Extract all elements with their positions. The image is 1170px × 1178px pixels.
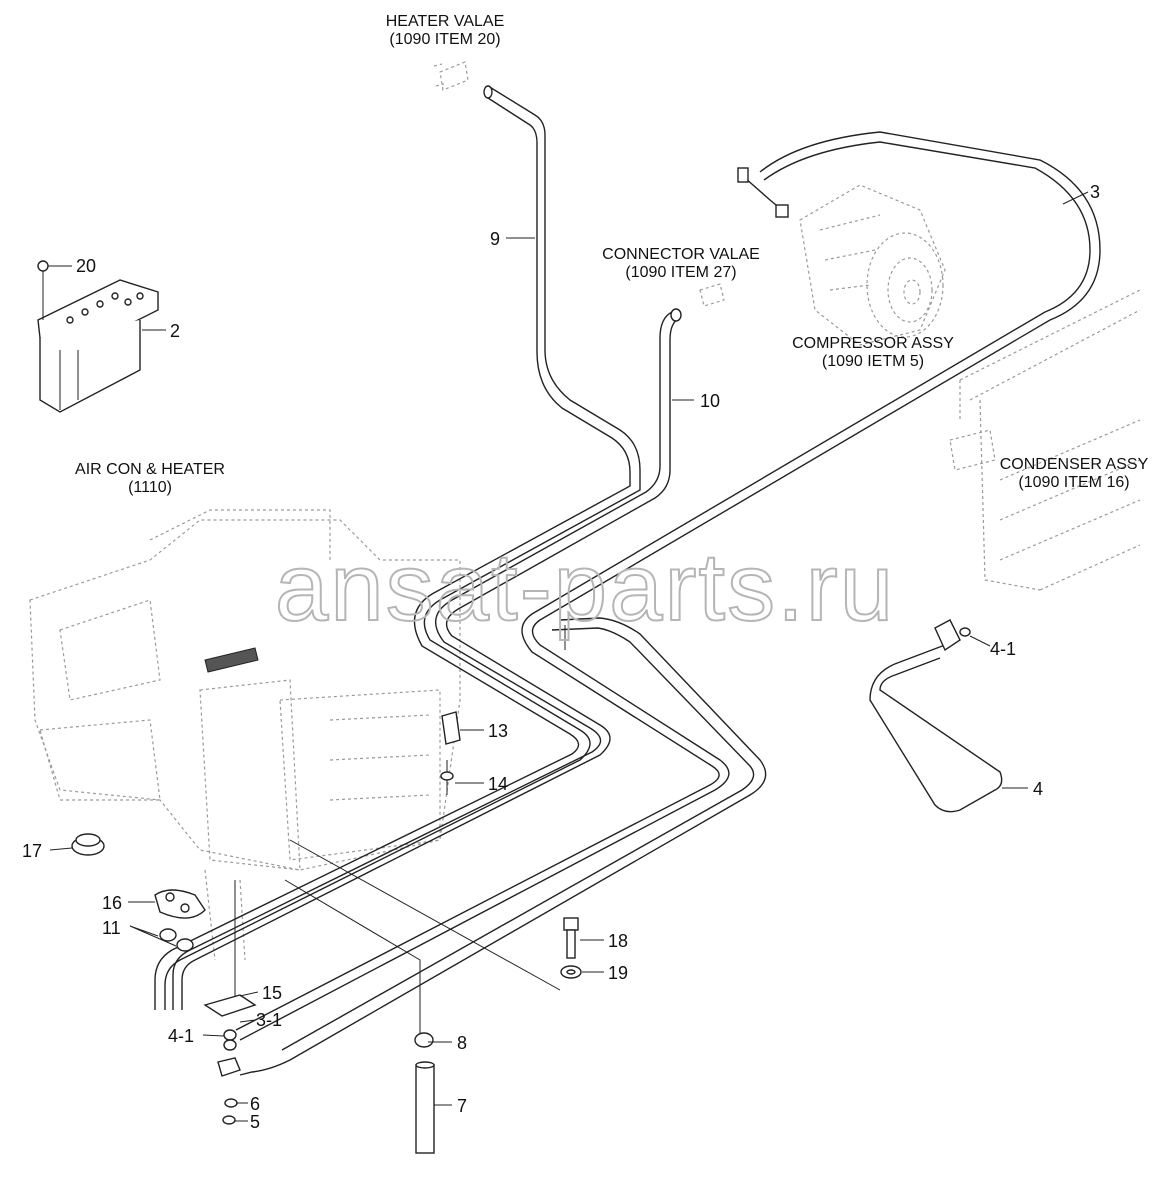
callout-aircon-line2: (1110) xyxy=(128,479,172,496)
pipe-7 xyxy=(415,1061,435,1154)
part-number-11: 11 xyxy=(102,918,121,938)
callout-heater-valve-line2: (1090 ITEM 20) xyxy=(389,31,500,48)
part-number-3-1: 3-1 xyxy=(256,1010,282,1030)
clamp-8 xyxy=(414,1032,434,1048)
part-number-10: 10 xyxy=(700,391,720,411)
cover-15 xyxy=(203,994,257,1017)
callout-connector-valve-line1: CONNECTOR VALAE xyxy=(602,246,760,263)
part-number-20: 20 xyxy=(76,256,96,276)
bolt-14 xyxy=(440,760,454,795)
dashed-leaders xyxy=(234,625,566,1040)
part-number-19: 19 xyxy=(608,963,628,983)
control-panel-2 xyxy=(37,279,159,413)
part-number-3: 3 xyxy=(1090,182,1100,202)
part-number-13: 13 xyxy=(488,721,508,741)
pipe-4-condenser-line xyxy=(239,617,1003,1076)
part-number-9: 9 xyxy=(490,229,500,249)
connector-valve-ghost xyxy=(699,283,725,307)
bracket-13 xyxy=(441,711,461,745)
part-number-15: 15 xyxy=(262,983,282,1003)
grommet-17 xyxy=(71,833,105,856)
callout-compressor-line1: COMPRESSOR ASSY xyxy=(792,335,954,352)
callout-condenser-line2: (1090 ITEM 16) xyxy=(1018,474,1129,491)
callout-heater-valve-line1: HEATER VALAE xyxy=(386,13,505,30)
compressor-assy xyxy=(799,184,946,346)
nut-5 xyxy=(222,1115,236,1125)
clamps-11 xyxy=(159,928,194,952)
bolt-18 xyxy=(563,917,579,959)
oring-4-1-right xyxy=(959,627,971,637)
part-number-7: 7 xyxy=(457,1096,467,1116)
washer-19 xyxy=(560,965,582,979)
part-number-17: 17 xyxy=(22,841,42,861)
part-number-4-1-left: 4-1 xyxy=(168,1026,194,1046)
callout-aircon-line1: AIR CON & HEATER xyxy=(75,461,225,478)
part-number-5: 5 xyxy=(250,1112,260,1132)
callout-leaders xyxy=(48,191,1089,1122)
nut-6 xyxy=(224,1098,238,1108)
part-number-16: 16 xyxy=(102,893,122,913)
part-number-14: 14 xyxy=(488,774,508,794)
heater-valve-ghost xyxy=(433,61,469,91)
part-number-2: 2 xyxy=(170,321,180,341)
part-number-4-1-right: 4-1 xyxy=(990,639,1016,659)
callout-condenser-line1: CONDENSER ASSY xyxy=(1000,456,1149,473)
callout-compressor-line2: (1090 IETM 5) xyxy=(822,353,924,370)
part-number-6: 6 xyxy=(250,1094,260,1114)
hose-9-heater xyxy=(154,85,641,1010)
part-number-8: 8 xyxy=(457,1033,467,1053)
hose-10-connector xyxy=(172,308,682,1010)
condenser-assy-outline xyxy=(949,289,1141,591)
aircon-heater-unit-outline xyxy=(29,509,461,961)
pipe-3-compressor-line xyxy=(235,131,1101,1041)
part-number-18: 18 xyxy=(608,931,628,951)
watermark: ansat-parts.ru xyxy=(275,534,895,641)
callout-connector-valve-line2: (1090 ITEM 27) xyxy=(625,264,736,281)
grommet-16 xyxy=(154,889,206,919)
part-number-4: 4 xyxy=(1033,779,1043,799)
fittings-4-1-3-1 xyxy=(217,1029,241,1077)
bolt-20 xyxy=(37,260,49,320)
